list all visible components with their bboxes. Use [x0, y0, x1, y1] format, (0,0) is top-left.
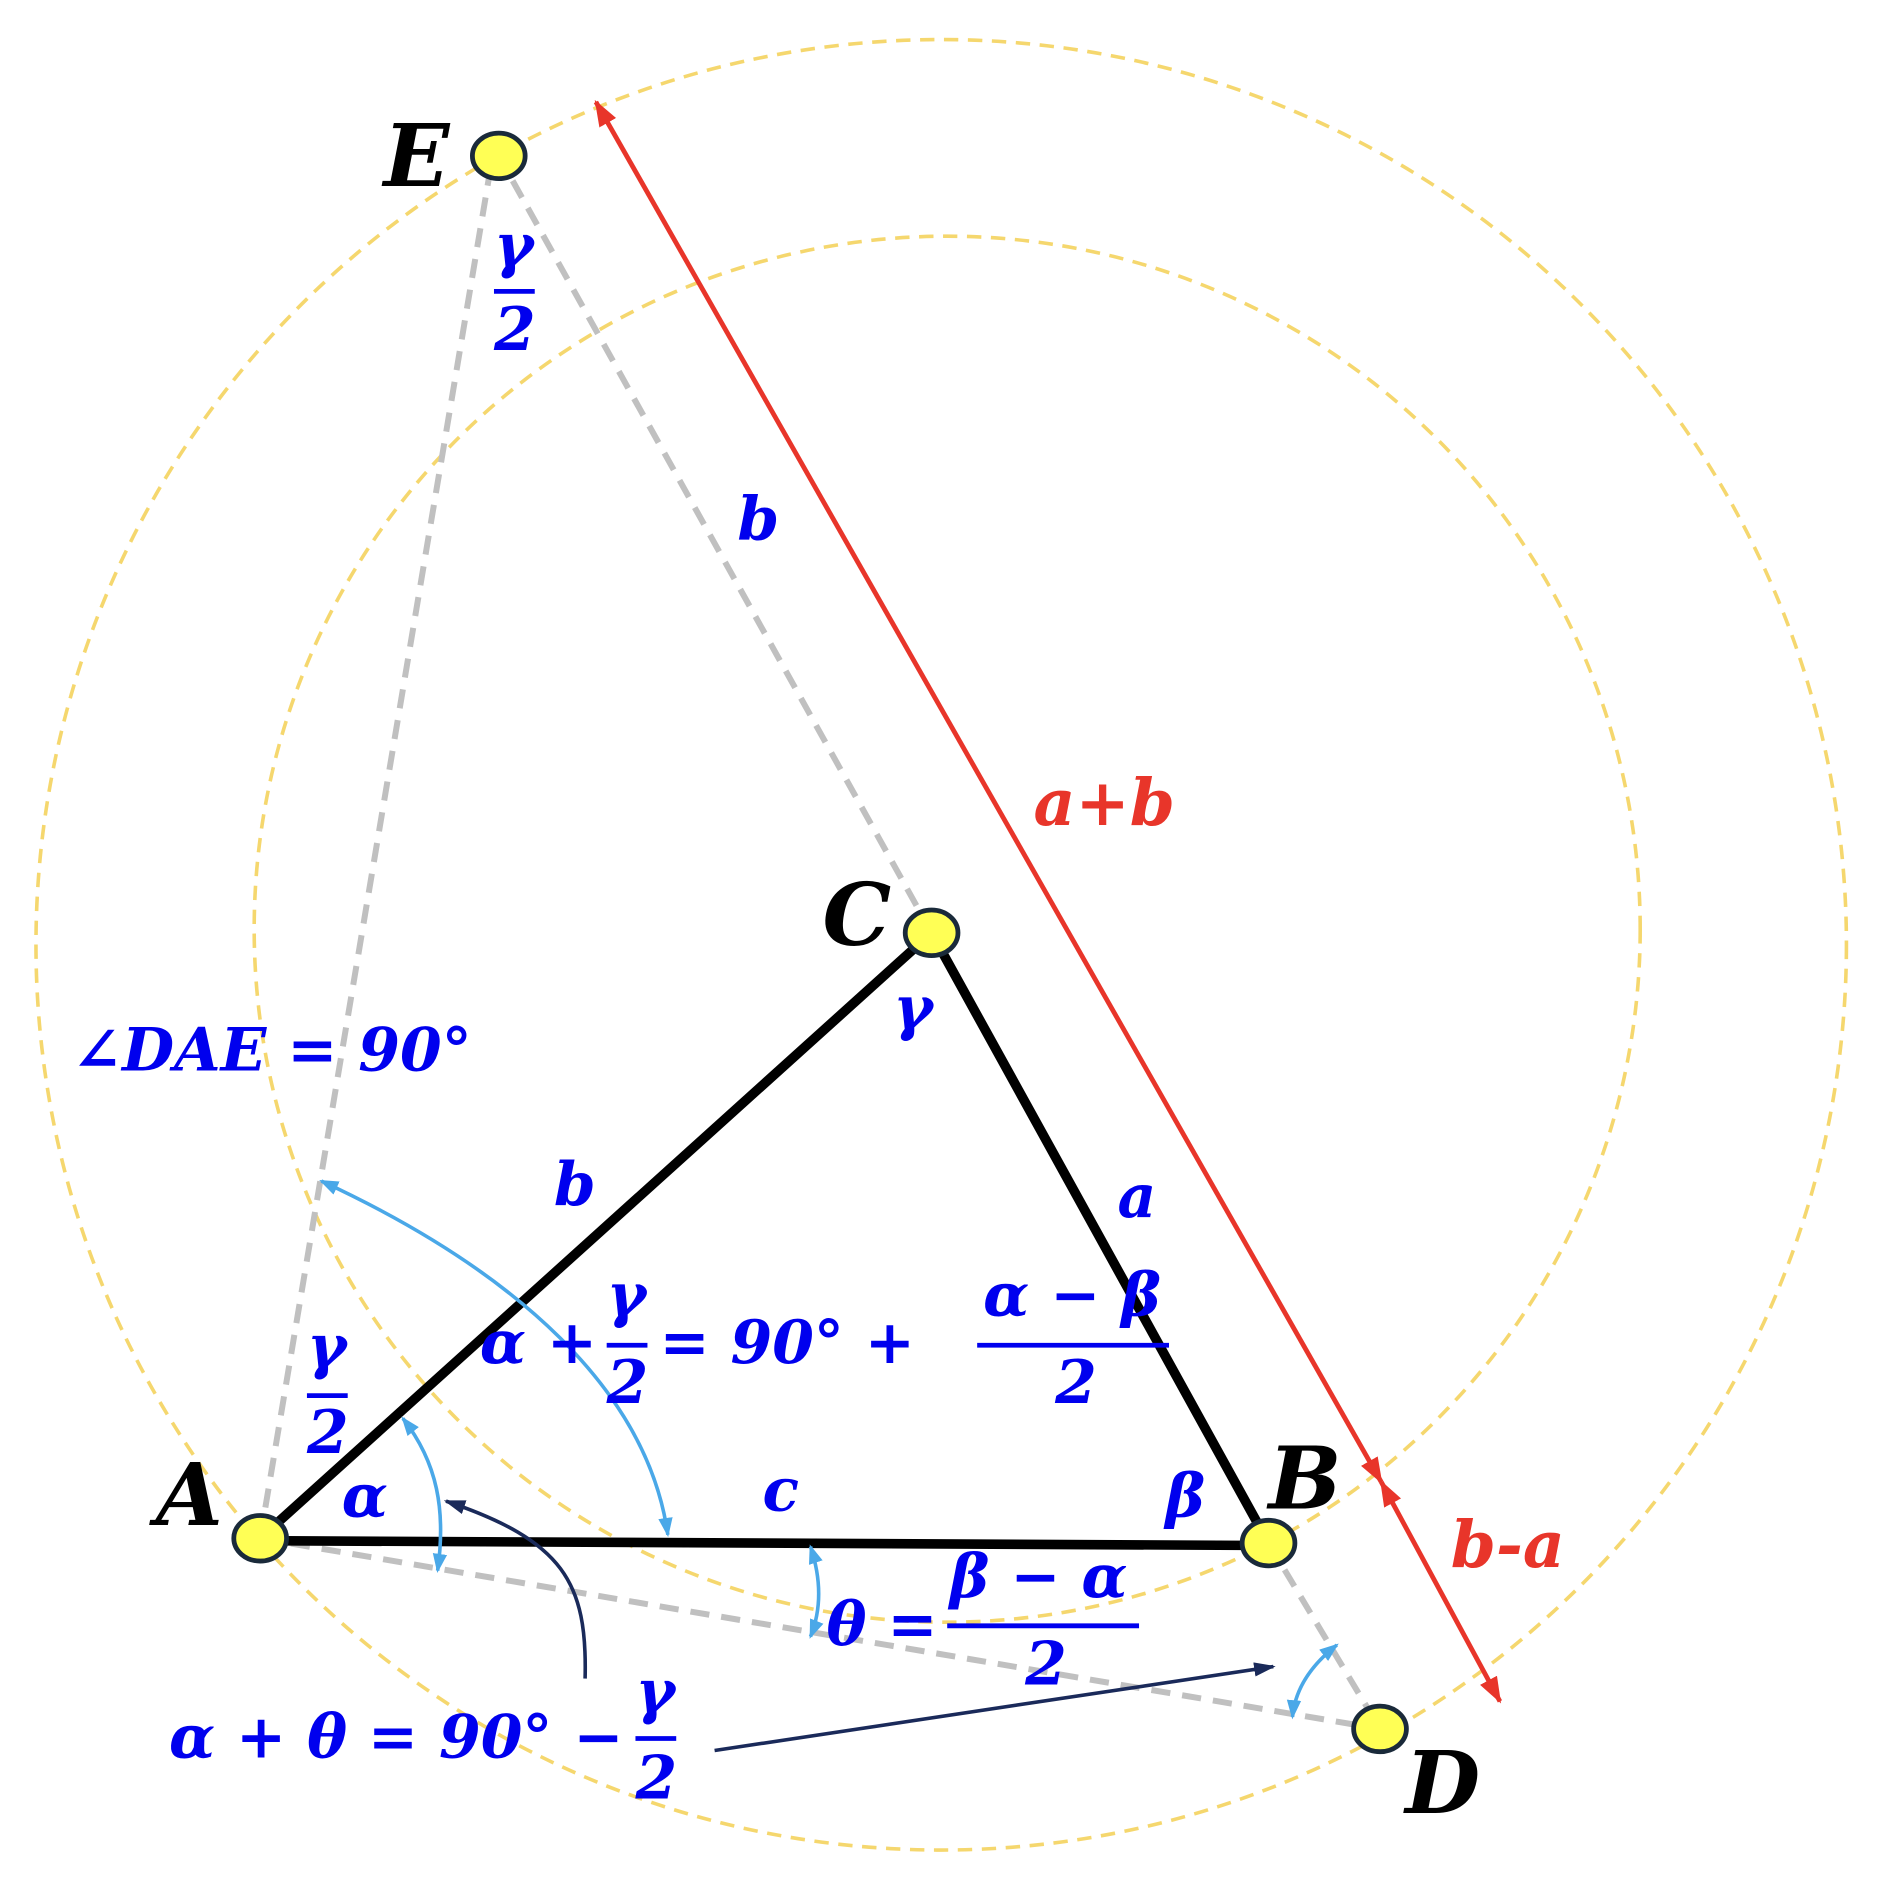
arc-theta-arrow	[808, 1544, 824, 1639]
eq1-left: α +	[480, 1308, 597, 1378]
side-a-line	[926, 928, 1274, 1548]
angle-gamma-label: γ	[893, 974, 935, 1044]
dashed-ce	[496, 154, 935, 935]
point-c-marker[interactable]	[902, 907, 961, 958]
point-e-marker[interactable]	[470, 130, 528, 182]
eq3-left: α + θ = 90° −	[169, 1703, 623, 1773]
gamma-half-a-den: 2	[306, 1398, 349, 1468]
side-b-label: b	[554, 1150, 596, 1220]
eq1-mid: = 90° +	[659, 1308, 915, 1378]
point-a-marker[interactable]	[231, 1513, 289, 1564]
angle-beta-label: β	[1163, 1462, 1205, 1532]
eq1-frac-num: γ	[607, 1260, 649, 1330]
label-b-minus-a: b-a	[1451, 1507, 1565, 1583]
dashed-ae	[257, 161, 495, 1539]
dashed-bd	[1265, 1541, 1383, 1731]
eq-theta-left: θ =	[827, 1590, 938, 1660]
side-b-ext-label: b	[737, 485, 779, 555]
eq1-frac-den: 2	[606, 1348, 649, 1418]
arc-d-arrow	[1286, 1643, 1339, 1720]
eq3-num: γ	[635, 1657, 677, 1727]
eq-theta-num: β − α	[948, 1542, 1128, 1612]
outer-circle	[34, 37, 1849, 1852]
red-arrow-b-minus-a	[1379, 1479, 1503, 1704]
side-a-label: a	[1117, 1162, 1156, 1232]
point-d-marker[interactable]	[1351, 1703, 1409, 1755]
label-b: B	[1266, 1428, 1342, 1529]
point-b-marker[interactable]	[1239, 1517, 1298, 1569]
gamma-half-e-den: 2	[493, 295, 536, 365]
label-a-plus-b: a+b	[1034, 765, 1175, 841]
gamma-half-a-num: γ	[307, 1312, 349, 1382]
eq-dae: ∠DAE = 90°	[72, 1016, 472, 1086]
eq1-rhs-num: α − β	[983, 1260, 1161, 1330]
gamma-half-e-num: γ	[494, 211, 536, 281]
pointer-arrow-alpha	[443, 1499, 588, 1679]
label-e: E	[381, 106, 451, 207]
label-c: C	[823, 865, 892, 966]
angle-alpha-label: α	[342, 1462, 388, 1532]
side-c-label: c	[763, 1456, 800, 1526]
pointer-arrow-d	[714, 1662, 1276, 1753]
label-a: A	[149, 1445, 223, 1546]
eq-theta-den: 2	[1024, 1630, 1067, 1700]
dashed-ad	[259, 1535, 1381, 1732]
eq1-rhs-den: 2	[1054, 1348, 1097, 1418]
eq3-den: 2	[634, 1743, 677, 1813]
label-d: D	[1402, 1733, 1480, 1834]
red-arrow-a-plus-b	[593, 99, 1384, 1485]
arc-dae-arrow	[319, 1179, 673, 1538]
arc-alpha-arrow	[401, 1416, 448, 1574]
